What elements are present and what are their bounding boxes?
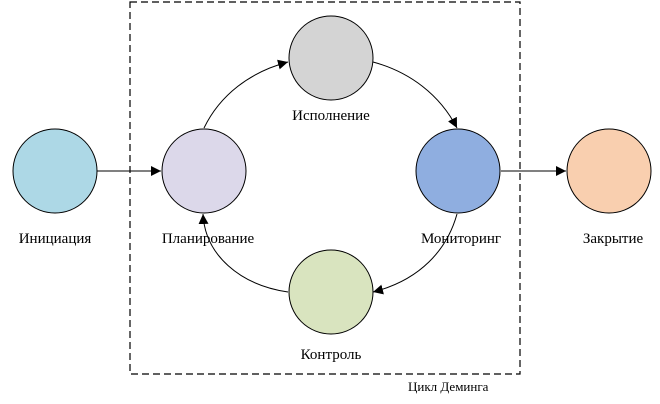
node-control-circle (288, 249, 374, 335)
node-closing-label: Закрытие (583, 231, 644, 247)
node-initiation-circle (12, 128, 98, 214)
node-monitoring-label: Мониторинг (421, 231, 501, 247)
deming-cycle-frame (129, 1, 521, 375)
edge-control-to-planning (198, 213, 289, 293)
node-control-label: Контроль (301, 347, 362, 363)
node-initiation-label: Инициация (19, 231, 92, 247)
node-closing-circle (566, 128, 652, 214)
node-monitoring-circle (415, 128, 501, 214)
edge-planning-to-execution (203, 59, 289, 129)
deming-cycle-caption: Цикл Деминга (408, 379, 489, 394)
node-execution-label: Исполнение (292, 108, 370, 124)
node-planning-label: Планирование (162, 231, 255, 247)
edge-monitoring-to-control (372, 213, 458, 295)
edge-execution-to-monitoring (372, 61, 458, 129)
node-execution-circle (288, 15, 374, 101)
node-planning-circle (161, 128, 247, 214)
